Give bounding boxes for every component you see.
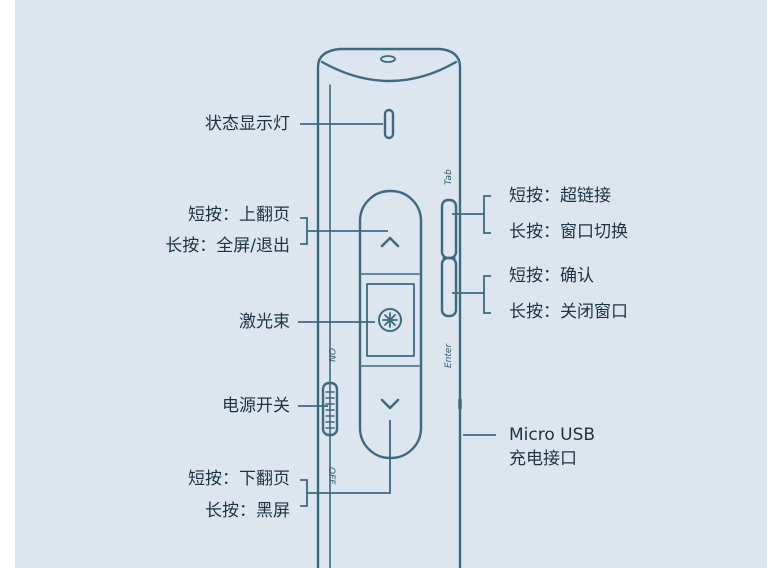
laser-star-icon xyxy=(378,308,402,332)
label-power-switch: 电源开关 xyxy=(222,396,290,416)
leader-page-down xyxy=(307,420,391,494)
mark-enter: Enter xyxy=(444,343,454,368)
label-usb-line1: Micro USB xyxy=(509,425,596,445)
tab-side-button xyxy=(440,198,458,260)
status-light xyxy=(383,108,395,140)
label-status-light: 状态显示灯 xyxy=(205,114,290,134)
label-short-press-confirm: 短按：确认 xyxy=(509,266,594,286)
bracket-page-up xyxy=(300,217,308,245)
bracket-page-down xyxy=(300,479,308,507)
device-top-cap xyxy=(320,60,458,83)
enter-side-button xyxy=(440,256,458,318)
device-body-outline xyxy=(316,47,462,568)
bracket-hyperlink xyxy=(483,195,491,234)
device-top-hole xyxy=(380,55,396,63)
mark-on: ON xyxy=(326,348,336,362)
label-laser: 激光束 xyxy=(239,312,290,332)
label-short-press-page-up: 短按：上翻页 xyxy=(188,205,290,225)
mark-tab: Tab xyxy=(444,169,454,185)
label-long-press-fullscreen: 长按：全屏/退出 xyxy=(165,236,290,256)
chevron-up-icon xyxy=(380,236,400,248)
label-short-press-hyperlink: 短按：超链接 xyxy=(509,186,611,206)
label-short-press-page-down: 短按：下翻页 xyxy=(188,469,290,489)
mark-off: OFF xyxy=(326,467,336,485)
label-long-press-switch-window: 长按：窗口切换 xyxy=(509,222,628,242)
laser-button xyxy=(366,283,415,357)
label-long-press-close-window: 长按：关闭窗口 xyxy=(509,302,628,322)
label-usb-line2: 充电接口 xyxy=(509,449,577,469)
chevron-down-icon xyxy=(380,398,400,410)
bracket-confirm xyxy=(483,275,491,314)
power-switch-icon xyxy=(321,381,339,437)
label-long-press-black: 长按：黑屏 xyxy=(205,501,290,521)
